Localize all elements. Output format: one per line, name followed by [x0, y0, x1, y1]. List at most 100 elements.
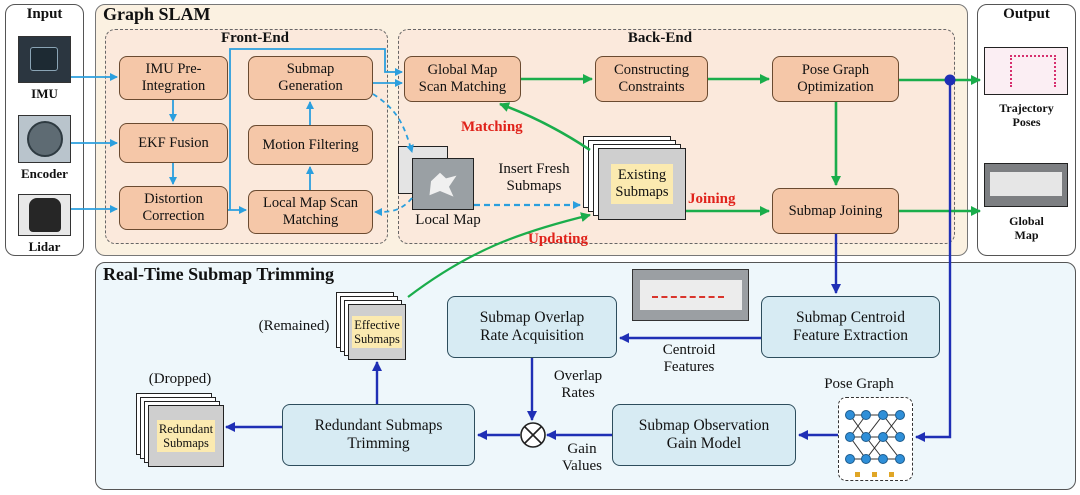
pose-graph-optimization-box[interactable]: Pose Graph Optimization [772, 56, 899, 102]
front-end-arrows [71, 48, 581, 216]
centroid-extraction-box[interactable]: Submap Centroid Feature Extraction [761, 296, 940, 358]
distortion-line1: Distortion [144, 191, 203, 208]
gain-model-line2: Gain Model [666, 435, 742, 452]
constraints-line2: Constraints [618, 79, 685, 95]
local-map-scan-matching-box[interactable]: Local Map Scan Matching [248, 190, 373, 234]
imu-preintegration-line2: Integration [141, 78, 206, 94]
motion-filtering-label: Motion Filtering [262, 136, 359, 153]
arrow-localscan-up-to-global [229, 48, 403, 210]
global-scan-line2: Scan Matching [418, 79, 507, 95]
local-map-scan-icon [429, 172, 457, 197]
ekf-fusion-label: EKF Fusion [138, 134, 209, 151]
centroid-features-line1: Centroid [662, 342, 716, 358]
centroid-line2: Feature Extraction [793, 327, 908, 344]
trajectory-label: Trajectory Poses [977, 101, 1076, 130]
existing-submaps-label: Existing Submaps [611, 164, 673, 204]
redundant-trim-line2: Trimming [347, 435, 410, 452]
remained-label: (Remained) [258, 318, 330, 334]
centroid-features-label: Centroid Features [634, 342, 744, 377]
overlap-rates-label: Overlap Rates [538, 368, 618, 403]
trajectory-path-icon [1010, 55, 1056, 87]
redundant-trim-line1: Redundant Submaps [314, 417, 443, 435]
imu-chip-icon [30, 47, 58, 71]
pgo-line2: Optimization [797, 79, 874, 95]
trimming-title: Real-Time Submap Trimming [103, 264, 335, 284]
effective-line2: Submaps [354, 332, 400, 346]
output-panel-title: Output [1003, 6, 1050, 22]
gain-values-line2: Values [562, 458, 602, 475]
arrow-effective-to-existing [407, 212, 591, 298]
overlap-rate-box[interactable]: Submap Overlap Rate Acquisition [447, 296, 617, 358]
submap-joining-box[interactable]: Submap Joining [772, 188, 899, 234]
overlap-rates-line1: Overlap [553, 368, 603, 384]
submap-generation-line1: Submap [286, 61, 335, 78]
distortion-correction-box[interactable]: Distortion Correction [119, 186, 228, 230]
insert-fresh-line2: Submaps [506, 178, 562, 195]
trimming-arrows [225, 80, 952, 442]
matching-label: Matching [461, 119, 523, 135]
global-scan-line1: Global Map [427, 62, 498, 79]
centroid-features-line2: Features [663, 359, 715, 376]
submap-generation-line2: Generation [278, 78, 343, 94]
effective-line1: Effective [354, 317, 400, 332]
feature-centroid-trace [652, 288, 724, 298]
overlap-rates-line2: Rates [561, 385, 595, 402]
input-panel-title: Input [26, 6, 63, 22]
global-map-line1: Global [1009, 214, 1044, 228]
global-map-label: Global Map [977, 214, 1076, 243]
arrow-localmap-to-localscan [374, 197, 413, 216]
existing-submaps-card[interactable]: Existing Submaps [598, 148, 686, 220]
encoder-disc-icon [27, 121, 63, 157]
submap-joining-label: Submap Joining [788, 202, 883, 219]
redundant-line2: Submaps [163, 436, 209, 450]
trajectory-line2: Poses [1012, 115, 1041, 130]
redundant-trimming-box[interactable]: Redundant Submaps Trimming [282, 404, 475, 466]
redundant-submaps-label: Redundant Submaps [156, 419, 216, 453]
global-map-line2: Map [1014, 228, 1039, 243]
local-map-label: Local Map [415, 212, 481, 228]
trajectory-line1: Trajectory [999, 101, 1054, 115]
lidar-label: Lidar [28, 239, 61, 254]
local-scan-line2: Matching [282, 212, 339, 228]
arrow-tap-to-posegraph [915, 80, 952, 442]
imu-preintegration-box[interactable]: IMU Pre- Integration [119, 56, 228, 100]
overlap-line1: Submap Overlap [479, 309, 585, 327]
updating-label: Updating [528, 231, 589, 247]
back-end-title: Back-End [627, 30, 693, 46]
overlap-line2: Rate Acquisition [480, 327, 584, 344]
joining-label: Joining [688, 191, 736, 207]
encoder-label: Encoder [21, 166, 68, 181]
ekf-fusion-box[interactable]: EKF Fusion [119, 123, 228, 163]
motion-filtering-box[interactable]: Motion Filtering [248, 125, 373, 165]
insert-fresh-line1: Insert Fresh [498, 161, 570, 177]
gain-model-line1: Submap Observation [638, 417, 770, 435]
pose-graph-label: Pose Graph [824, 376, 894, 392]
submap-generation-box[interactable]: Submap Generation [248, 56, 373, 100]
constructing-constraints-box[interactable]: Constructing Constraints [595, 56, 708, 102]
imu-label: IMU [31, 86, 58, 101]
arrow-submapgen-to-localmap [372, 93, 414, 153]
effective-submaps-card[interactable]: Effective Submaps [348, 304, 406, 360]
gain-values-line1: Gain [567, 441, 597, 457]
centroid-line1: Submap Centroid [796, 309, 905, 327]
graph-slam-title: Graph SLAM [103, 4, 211, 24]
output-panel [977, 4, 1076, 256]
gain-model-box[interactable]: Submap Observation Gain Model [612, 404, 796, 466]
pose-graph-icon [845, 410, 905, 477]
redundant-submaps-card[interactable]: Redundant Submaps [148, 405, 224, 467]
constraints-line1: Constructing [614, 62, 689, 79]
effective-submaps-label: Effective Submaps [352, 315, 402, 349]
lidar-cylinder-icon [29, 198, 61, 232]
redundant-line1: Redundant [158, 421, 214, 436]
existing-line1: Existing [617, 167, 667, 184]
feature-map-scan-icon [640, 280, 742, 310]
gain-values-label: Gain Values [552, 441, 612, 476]
insert-fresh-label: Insert Fresh Submaps [486, 161, 582, 196]
distortion-line2: Correction [142, 208, 205, 224]
imu-preintegration-line1: IMU Pre- [145, 61, 202, 78]
multiplier-icon [520, 422, 546, 448]
global-map-scan-matching-box[interactable]: Global Map Scan Matching [404, 56, 521, 102]
arrow-existing-to-global [499, 102, 591, 152]
local-scan-line1: Local Map Scan [262, 195, 359, 212]
